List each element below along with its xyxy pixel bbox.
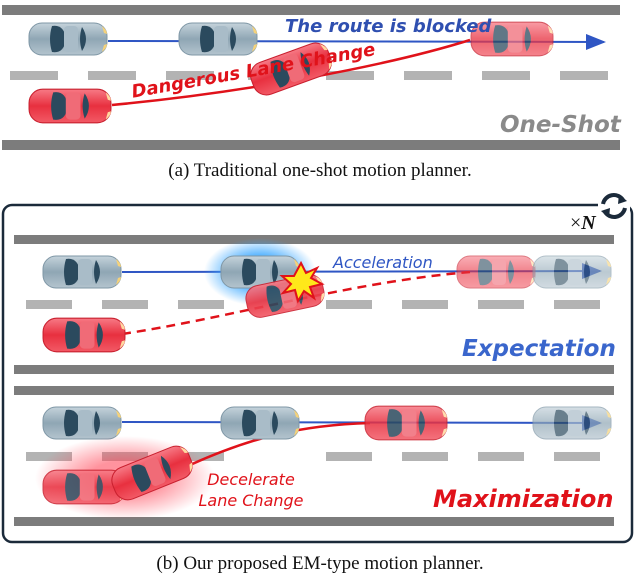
road-edge-bottom <box>2 140 620 150</box>
road-edge-bottom <box>14 365 614 374</box>
car-grey-1 <box>42 255 122 289</box>
maximization-scene <box>14 386 614 526</box>
car-red-ghost-front <box>456 255 536 289</box>
one-shot-label: One-Shot <box>500 112 621 138</box>
acceleration-label: Acceleration <box>333 253 433 272</box>
car-red-ghost-front <box>364 405 448 441</box>
lane-divider <box>26 300 600 309</box>
route-blocked-label: The route is blocked <box>285 16 492 37</box>
maximization-label: Maximization <box>433 485 614 513</box>
road-edge-top <box>2 5 620 15</box>
caption-b: (b) Our proposed EM-type motion planner. <box>156 553 484 574</box>
car-grey-ghost-front <box>532 406 612 440</box>
car-red-ego <box>28 88 112 124</box>
iteration-label: ×N <box>570 212 596 235</box>
car-grey-2 <box>178 22 258 56</box>
iteration-count-symbol: N <box>581 212 596 234</box>
times-symbol: × <box>570 212 582 234</box>
caption-a: (a) Traditional one-shot motion planner. <box>168 160 472 181</box>
car-red-ego <box>42 317 126 353</box>
collision-icon <box>279 260 325 304</box>
road-edge-top <box>14 235 614 244</box>
expectation-label: Expectation <box>462 336 616 362</box>
iteration-cycle-icon <box>598 192 630 220</box>
panel-a-scene <box>2 5 620 150</box>
decelerate-lane-change-label: Decelerate Lane Change <box>198 470 304 510</box>
car-grey-1 <box>42 406 122 440</box>
expectation-scene <box>14 235 614 374</box>
road-edge-bottom <box>14 517 614 526</box>
road-edge-top <box>14 386 614 395</box>
em-panel-frame <box>1 203 634 544</box>
car-grey-2 <box>220 406 300 440</box>
car-grey-1 <box>28 22 108 56</box>
car-grey-ghost-front <box>532 255 612 289</box>
